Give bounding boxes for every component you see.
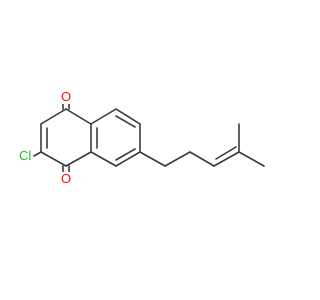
chlorine-atom: Cl xyxy=(18,148,33,163)
bond-chain-3 xyxy=(189,151,215,167)
bond-c1-c2 xyxy=(40,108,67,125)
bond-c4-c4a xyxy=(65,151,92,167)
bond-c6-c5-inner xyxy=(115,148,136,161)
bond-c8-c7-inner xyxy=(115,115,136,128)
bond-c8a-c1 xyxy=(65,108,92,125)
oxygen-atom-top: O xyxy=(60,89,73,104)
bond-chain-2 xyxy=(164,151,191,167)
bond-c8a-c8 xyxy=(90,108,117,125)
bond-chain-4 xyxy=(213,151,240,167)
bond-chain-5 xyxy=(238,151,265,167)
bond-chain-1 xyxy=(139,151,166,167)
bond-c3-cl xyxy=(33,151,42,157)
molecule-drawing xyxy=(33,102,265,173)
oxygen-atom-bottom: O xyxy=(60,171,73,186)
bond-c6-c5 xyxy=(115,151,141,167)
structure-canvas: O O Cl xyxy=(18,89,265,186)
bond-c3-c4 xyxy=(40,151,67,167)
bond-c5-c4a xyxy=(90,151,117,167)
bond-c8-c7 xyxy=(115,108,141,125)
bond-chain-4-double xyxy=(215,146,237,160)
